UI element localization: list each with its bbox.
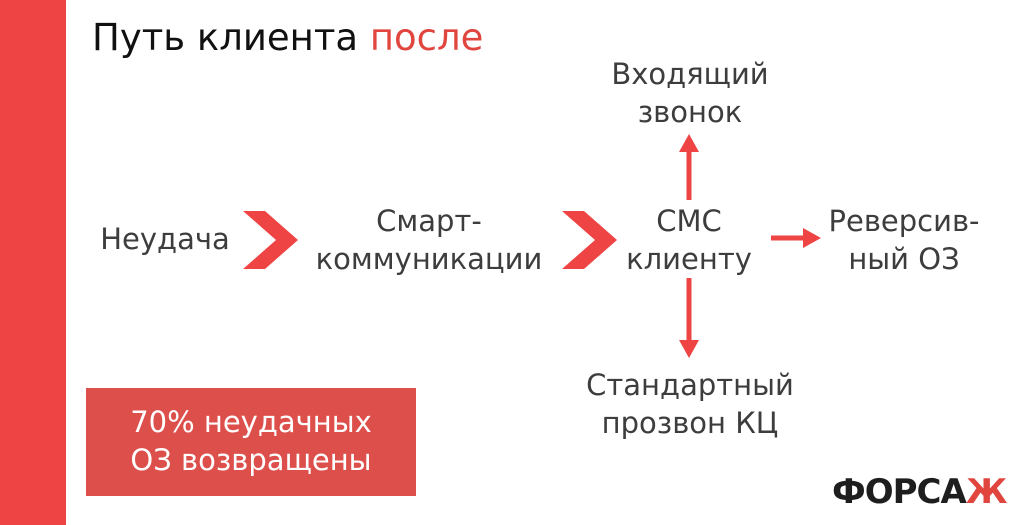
node-incoming-line-1: Входящий	[611, 57, 769, 91]
node-incoming-line-2: звонок	[637, 95, 743, 129]
left-accent-band	[0, 0, 66, 525]
arrow-down-icon	[679, 340, 699, 358]
result-callout: 70% неудачных ОЗ возвращены	[86, 388, 416, 496]
node-smart-line-1: Смарт-	[376, 204, 482, 238]
logo-text: ФОРСА	[832, 472, 967, 512]
node-standard-line-2: прозвон КЦ	[601, 406, 779, 440]
node-reverse-line-2: ный ОЗ	[848, 242, 960, 276]
title-text: Путь клиента	[92, 16, 359, 59]
callout-line-1: 70% неудачных	[130, 405, 372, 439]
node-smart-communications: Смарт- коммуникации	[316, 202, 543, 278]
node-smart-line-2: коммуникации	[315, 242, 543, 276]
node-sms-line-2: клиенту	[626, 242, 752, 276]
arrow-up-icon	[679, 134, 699, 152]
title-accent-word: после	[369, 16, 484, 59]
brand-logo: ФОРСАЖ	[832, 472, 1008, 512]
logo-accent: Ж	[965, 472, 1008, 512]
slide-title: Путь клиента после	[92, 16, 484, 59]
node-fail-line-1: Неудача	[100, 222, 230, 256]
node-incoming-call: Входящий звонок	[611, 55, 768, 131]
arrow-right-icon	[803, 228, 821, 248]
node-standard-line-1: Стандартный	[586, 368, 794, 402]
node-sms-line-1: СМС	[656, 204, 722, 238]
node-reverse-line-1: Реверсив-	[828, 204, 980, 238]
node-sms-to-client: СМС клиенту	[626, 202, 752, 278]
chevron-right-icon	[243, 211, 298, 269]
node-fail: Неудача	[100, 220, 230, 258]
node-reverse-oz: Реверсив- ный ОЗ	[828, 202, 979, 278]
callout-line-2: ОЗ возвращены	[130, 443, 372, 477]
node-standard-call-center: Стандартный прозвон КЦ	[586, 366, 794, 442]
chevron-right-icon	[562, 211, 617, 269]
